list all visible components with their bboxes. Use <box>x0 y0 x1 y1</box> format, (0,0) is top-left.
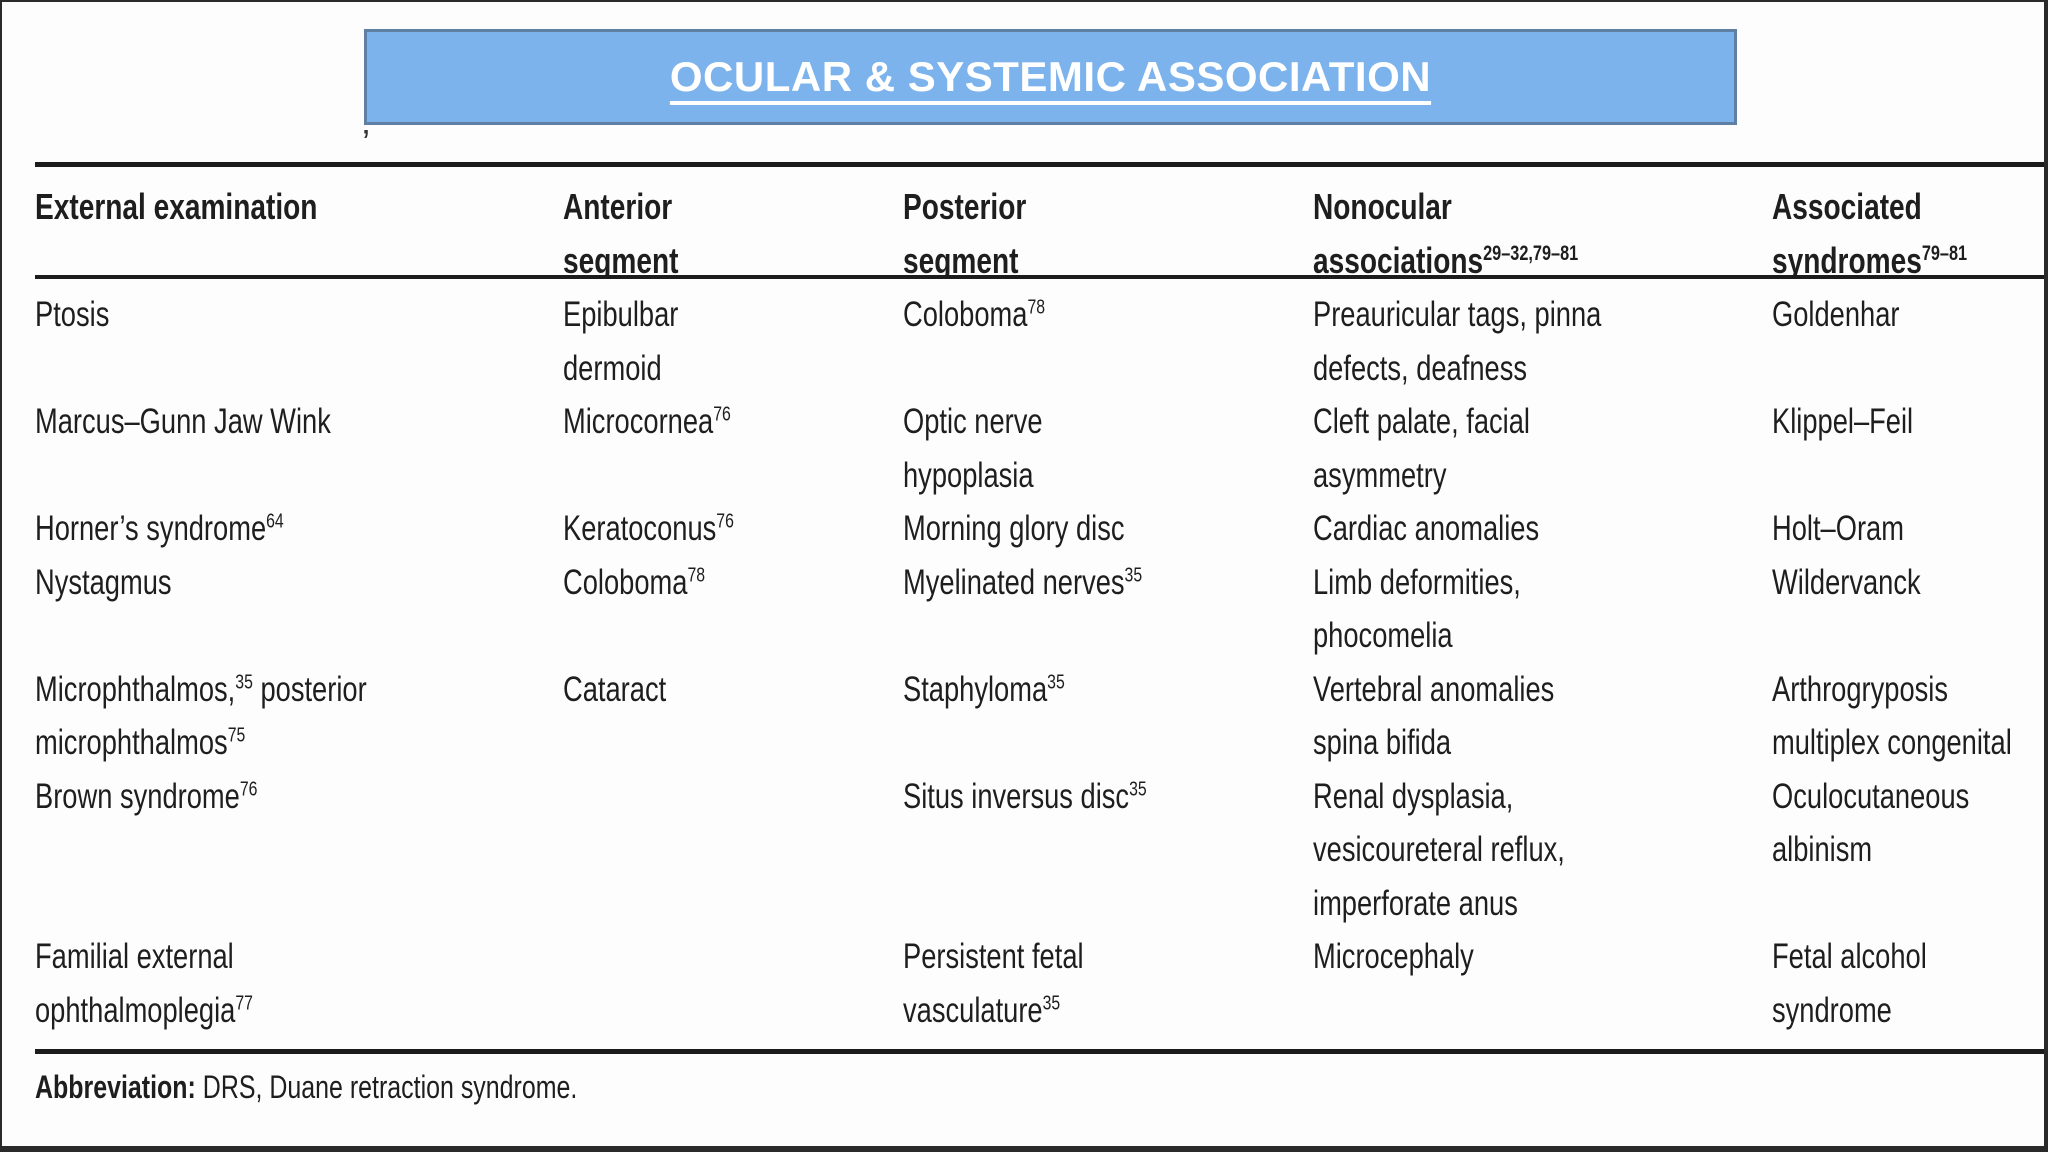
table-body: Ptosis Epibulbar dermoid Coloboma78 Prea… <box>35 279 2044 1049</box>
table-cell: Cardiac anomalies <box>1313 509 1540 548</box>
table-cell: Morning glory disc <box>903 509 1125 548</box>
table-cell: Renal dysplasia, vesicoureteral reflux, … <box>1313 776 1565 923</box>
column-header-associated-syndromes: Associated syndromes79–81 <box>1772 186 1968 279</box>
table-row: Microphthalmos,35 posterior microphthalm… <box>35 663 2044 770</box>
table-cell: Goldenhar <box>1772 295 1900 334</box>
table-cell: Oculocutaneous albinism <box>1772 776 1970 870</box>
footnote: Abbreviation: DRS, Duane retraction synd… <box>35 1067 2044 1107</box>
column-header-external-examination: External examination <box>35 186 318 227</box>
table-row: Nystagmus Coloboma78 Myelinated nerves35… <box>35 556 2044 663</box>
table-row: Ptosis Epibulbar dermoid Coloboma78 Prea… <box>35 288 2044 395</box>
footnote-label: Abbreviation: <box>35 1069 196 1105</box>
table-cell: Arthrogryposis multiplex congenital <box>1772 669 2012 763</box>
column-header-anterior-segment: Anterior segment <box>563 186 679 279</box>
table-cell: Brown syndrome76 <box>35 776 258 816</box>
table-cell <box>563 930 903 984</box>
table-cell: Microcephaly <box>1313 937 1474 976</box>
table-top-rule <box>35 162 2044 167</box>
table-cell: Limb deformities, phocomelia <box>1313 562 1521 656</box>
associations-table: External examination Anterior segment Po… <box>35 162 2044 1107</box>
table-bottom-rule <box>35 1049 2044 1054</box>
table-cell: Horner’s syndrome64 <box>35 509 284 548</box>
table-cell: Marcus–Gunn Jaw Wink <box>35 402 331 441</box>
table-cell: Myelinated nerves35 <box>903 562 1143 602</box>
table-row: Marcus–Gunn Jaw Wink Microcornea76 Optic… <box>35 395 2044 502</box>
table-cell: Optic nerve hypoplasia <box>903 402 1043 495</box>
table-cell: Vertebral anomalies spina bifida <box>1313 669 1555 763</box>
table-cell <box>563 770 903 824</box>
table-cell: Fetal alcohol syndrome <box>1772 937 1927 1030</box>
table-cell: Nystagmus <box>35 562 172 602</box>
table-cell: Persistent fetal vasculature35 <box>903 937 1084 1030</box>
table-cell: Situs inversus disc35 <box>903 776 1147 816</box>
table-cell: Holt–Oram <box>1772 509 1904 548</box>
table-cell: Staphyloma35 <box>903 669 1065 709</box>
table-cell: Ptosis <box>35 295 110 334</box>
scan-artifact-mark: ’ <box>362 122 370 163</box>
table-header-row: External examination Anterior segment Po… <box>35 167 2044 279</box>
table-cell: Microcornea76 <box>563 402 731 441</box>
page-title: OCULAR & SYSTEMIC ASSOCIATION <box>669 53 1432 100</box>
table-cell: Epibulbar dermoid <box>563 295 679 388</box>
table-cell: Coloboma78 <box>563 562 706 602</box>
table-cell: Wildervanck <box>1772 562 1921 602</box>
table-row: Familial external ophthalmoplegia77 Pers… <box>35 930 2044 1037</box>
table-cell: Cataract <box>563 669 667 709</box>
title-banner: OCULAR & SYSTEMIC ASSOCIATION <box>364 29 1737 125</box>
table-cell: Cleft palate, facial asymmetry <box>1313 402 1531 495</box>
table-row: Brown syndrome76 Situs inversus disc35 R… <box>35 770 2044 931</box>
table-cell: Familial external ophthalmoplegia77 <box>35 937 253 1030</box>
table-cell: Coloboma78 <box>903 295 1046 334</box>
column-header-nonocular-associations: Nonocular associations29–32,79–81 <box>1313 186 1579 279</box>
footnote-text: DRS, Duane retraction syndrome. <box>195 1069 578 1105</box>
table-cell: Preauricular tags, pinna defects, deafne… <box>1313 295 1602 388</box>
column-header-posterior-segment: Posterior segment <box>903 186 1027 279</box>
table-cell: Klippel–Feil <box>1772 402 1914 441</box>
table-row: Horner’s syndrome64 Keratoconus76 Mornin… <box>35 502 2044 556</box>
table-cell: Microphthalmos,35 posterior microphthalm… <box>35 669 367 763</box>
table-cell: Keratoconus76 <box>563 509 734 548</box>
